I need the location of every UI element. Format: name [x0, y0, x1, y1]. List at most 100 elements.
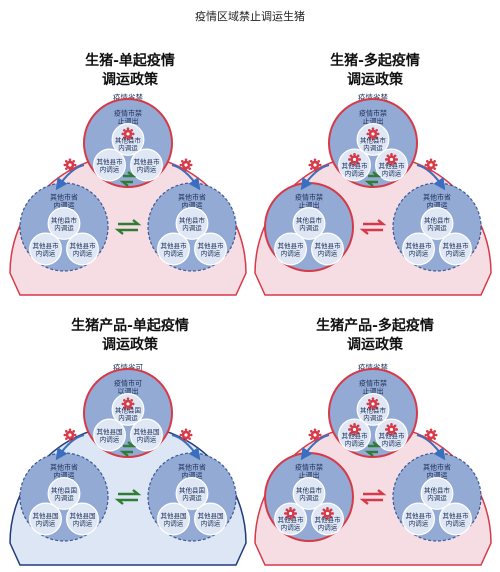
- county-top-2-pig-outbreak-icon: [384, 152, 398, 166]
- panel-title-2-line1: 生猪-多起疫情: [330, 53, 420, 69]
- county-right-2-label: 其他县市内调运: [197, 241, 224, 258]
- flow-arrow-right: [416, 164, 446, 191]
- county-top-1-label: 其他县市内调运: [97, 157, 124, 174]
- county-top-1-label: 其他县市内调运: [342, 161, 369, 178]
- county-right-1-label: 其他县市内调运: [406, 241, 433, 258]
- pig-outbreak-icon-right: [424, 428, 438, 442]
- city-right-label: 其他市省内调运: [178, 193, 206, 210]
- flow-arrow-left: [300, 164, 330, 191]
- county-top-1: 其他县市内调运: [93, 148, 126, 182]
- county-left-0-label: 其他县市内调运: [296, 485, 323, 502]
- county-left-0-label: 其他县市内调运: [296, 215, 323, 232]
- county-top-2-label: 其他县国内调运: [133, 427, 159, 444]
- transfer-arrows-lr: [114, 219, 142, 235]
- county-left-1-label: 其他县市内调运: [278, 241, 305, 258]
- pig-outbreak-icon-left: [63, 428, 77, 442]
- county-right-0-label: 其他县市内调运: [179, 215, 206, 232]
- panel-title-3-line2: 调运政策: [102, 337, 158, 353]
- county-right-0-label: 其他县市内调运: [424, 215, 451, 232]
- city-left-label: 疫情市禁止调出: [295, 463, 323, 480]
- transfer-arrows-inner: [119, 171, 137, 187]
- county-left-2-pig-outbreak-icon: [320, 506, 334, 520]
- county-top-0-pig-outbreak-icon: [366, 127, 380, 141]
- county-left-1-label: 其他县市内调运: [278, 515, 305, 532]
- county-top-0: 其他县市内调运: [356, 393, 390, 426]
- pig-outbreak-icon-left: [63, 158, 77, 172]
- city-left-label: 其他市省内调运: [50, 463, 78, 480]
- city-top-label: 疫情市禁止调出: [359, 109, 387, 126]
- county-right-0: 其他县国内调运: [175, 477, 209, 510]
- flow-arrow-right: [171, 434, 201, 461]
- panel-title-4: 生猪产品-多起疫情 调运政策: [255, 317, 495, 355]
- county-right-1: 其他县国内调运: [157, 502, 190, 536]
- flow-arrow-right: [171, 164, 201, 191]
- panel-title-4-line1: 生猪产品-多起疫情: [316, 318, 434, 334]
- county-top-2-pig-outbreak-icon: [384, 422, 398, 436]
- panel-1-diagram: 疫情省禁止调出疫情市禁止调出其他县市内调运其他县市内调运其他县市内调运其他市省内…: [9, 92, 247, 296]
- county-top-0-label: 其他县市内调运: [360, 405, 387, 422]
- county-left-2: 其他县国内调运: [66, 502, 99, 536]
- county-left-0: 其他县国内调运: [47, 477, 81, 510]
- county-left-2-label: 其他县国内调运: [69, 511, 95, 528]
- county-right-2-label: 其他县市内调运: [442, 511, 469, 528]
- panel-title-3-line1: 生猪产品-单起疫情: [71, 318, 189, 334]
- county-right-2-label: 其他县市内调运: [442, 241, 469, 258]
- panel-3-diagram: 疫情省可以调出疫情市可以调出其他县国内调运其他县国内调运其他县国内调运其他市省内…: [9, 362, 247, 566]
- flow-arrow-left: [55, 434, 85, 461]
- panel-title-1-line2: 调运政策: [102, 72, 158, 88]
- transfer-arrows-lr: [114, 489, 142, 505]
- transfer-arrows-inner: [119, 441, 137, 457]
- county-left-1: 其他县市内调运: [29, 232, 62, 266]
- panel-title-1: 生猪-单起疫情 调运政策: [10, 52, 250, 90]
- pig-outbreak-icon-left: [308, 428, 322, 442]
- panel-title-3: 生猪产品-单起疫情 调运政策: [10, 317, 250, 355]
- transfer-arrows-lr: [359, 489, 387, 505]
- county-left-2-label: 其他县市内调运: [69, 241, 96, 258]
- county-top-0-pig-outbreak-icon: [366, 397, 380, 411]
- transfer-arrows-inner: [364, 441, 382, 457]
- county-left-2: 其他县市内调运: [311, 502, 344, 536]
- county-left-0: 其他县市内调运: [292, 207, 326, 240]
- county-right-1: 其他县市内调运: [402, 502, 435, 536]
- county-left-1: 其他县国内调运: [29, 502, 62, 536]
- county-top-0: 其他县市内调运: [111, 123, 145, 156]
- county-top-1-pig-outbreak-icon: [348, 422, 362, 436]
- county-top-1: 其他县市内调运: [338, 418, 371, 452]
- panel-2-diagram: 疫情省禁止调出疫情市禁止调出其他县市内调运其他县市内调运其他县市内调运疫情市禁止…: [254, 92, 492, 296]
- transfer-arrows-lr: [359, 219, 387, 235]
- county-top-2-label: 其他县市内调运: [378, 161, 405, 178]
- county-right-2: 其他县国内调运: [194, 502, 227, 536]
- county-right-1: 其他县市内调运: [157, 232, 190, 266]
- county-top-1-label: 其他县国内调运: [97, 427, 123, 444]
- pig-outbreak-icon-right: [179, 428, 193, 442]
- county-left-0-label: 其他县国内调运: [51, 485, 77, 502]
- county-left-1-pig-outbreak-icon: [284, 506, 298, 520]
- county-right-1: 其他县市内调运: [402, 232, 435, 266]
- county-left-0: 其他县市内调运: [292, 477, 326, 510]
- county-right-0: 其他县市内调运: [420, 477, 454, 510]
- county-left-1: 其他县市内调运: [274, 502, 307, 536]
- county-top-1: 其他县市内调运: [338, 148, 371, 182]
- pig-outbreak-icon-left: [308, 158, 322, 172]
- county-right-1-label: 其他县市内调运: [406, 511, 433, 528]
- county-left-0: 其他县市内调运: [47, 207, 81, 240]
- county-right-0: 其他县市内调运: [175, 207, 209, 240]
- pig-outbreak-icon-right: [424, 158, 438, 172]
- flow-arrow-left: [55, 164, 85, 191]
- panel-title-2: 生猪-多起疫情 调运政策: [255, 52, 495, 90]
- city-left-label: 疫情市禁止调出: [295, 193, 323, 210]
- city-right-label: 其他市省内调运: [423, 463, 451, 480]
- transfer-arrows-inner: [364, 171, 382, 187]
